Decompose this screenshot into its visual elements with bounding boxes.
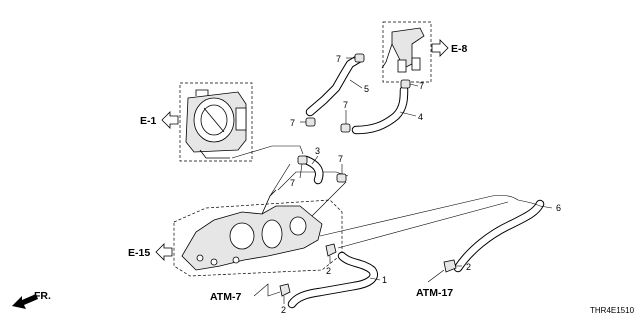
thermostat-dashed-box bbox=[173, 199, 343, 277]
clamp-7-hose5 bbox=[305, 117, 316, 127]
ref-atm7-label: ATM-7 bbox=[210, 291, 241, 303]
callout-4: 4 bbox=[418, 112, 423, 122]
hose-5 bbox=[305, 53, 365, 117]
callout-7-top: 7 bbox=[336, 54, 341, 64]
thermostat-housing-group bbox=[173, 163, 349, 277]
callout-7-right: 7 bbox=[338, 154, 343, 164]
callout-2-center: 2 bbox=[326, 266, 331, 276]
ref-e8: E-8 bbox=[431, 39, 468, 57]
clip-2-bottom bbox=[279, 283, 291, 297]
callout-7-hose4: 7 bbox=[343, 100, 348, 110]
clamp-7-right bbox=[336, 173, 347, 183]
ref-atm17-label: ATM-17 bbox=[416, 287, 453, 299]
hose-6 bbox=[319, 194, 545, 273]
throttle-body-group bbox=[179, 82, 304, 162]
ref-e1: E-1 bbox=[140, 111, 179, 129]
clips bbox=[279, 243, 457, 297]
ref-e15: E-15 bbox=[128, 243, 173, 261]
clip-2-center bbox=[325, 243, 337, 257]
callout-6: 6 bbox=[556, 203, 561, 213]
ref-e15-label: E-15 bbox=[128, 247, 150, 259]
clamps bbox=[297, 53, 411, 183]
clamp-7-hose3 bbox=[297, 155, 308, 165]
callout-2-bottom: 2 bbox=[281, 305, 286, 315]
clamp-7-joint bbox=[400, 79, 411, 89]
callout-7-hose3: 7 bbox=[290, 178, 295, 188]
callout-3: 3 bbox=[315, 146, 320, 156]
hose-3 bbox=[301, 155, 324, 185]
clamp-7-top bbox=[354, 53, 365, 63]
ref-e1-arrow bbox=[161, 111, 179, 129]
hose-1 bbox=[287, 251, 378, 309]
ref-e8-label: E-8 bbox=[451, 43, 468, 55]
callout-7-hose5: 7 bbox=[290, 118, 295, 128]
front-label: FR. bbox=[34, 290, 51, 302]
ref-e15-arrow bbox=[155, 243, 173, 261]
callout-2-right: 2 bbox=[466, 262, 471, 272]
water-joint-group bbox=[381, 21, 432, 83]
callout-5: 5 bbox=[364, 84, 369, 94]
leader-lines bbox=[253, 57, 553, 304]
hose-4 bbox=[351, 85, 409, 135]
clip-2-right bbox=[443, 259, 457, 273]
front-arrow-icon bbox=[12, 294, 38, 309]
ref-e1-label: E-1 bbox=[140, 115, 157, 127]
callout-7-joint: 7 bbox=[419, 81, 424, 91]
ref-e8-arrow bbox=[431, 39, 449, 57]
throttle-body-dashed-box bbox=[179, 82, 253, 162]
diagram-code: THR4E1510 bbox=[590, 306, 635, 315]
front-direction-indicator: FR. bbox=[12, 290, 51, 309]
callout-1: 1 bbox=[382, 275, 387, 285]
clamp-7-hose4 bbox=[340, 123, 351, 133]
